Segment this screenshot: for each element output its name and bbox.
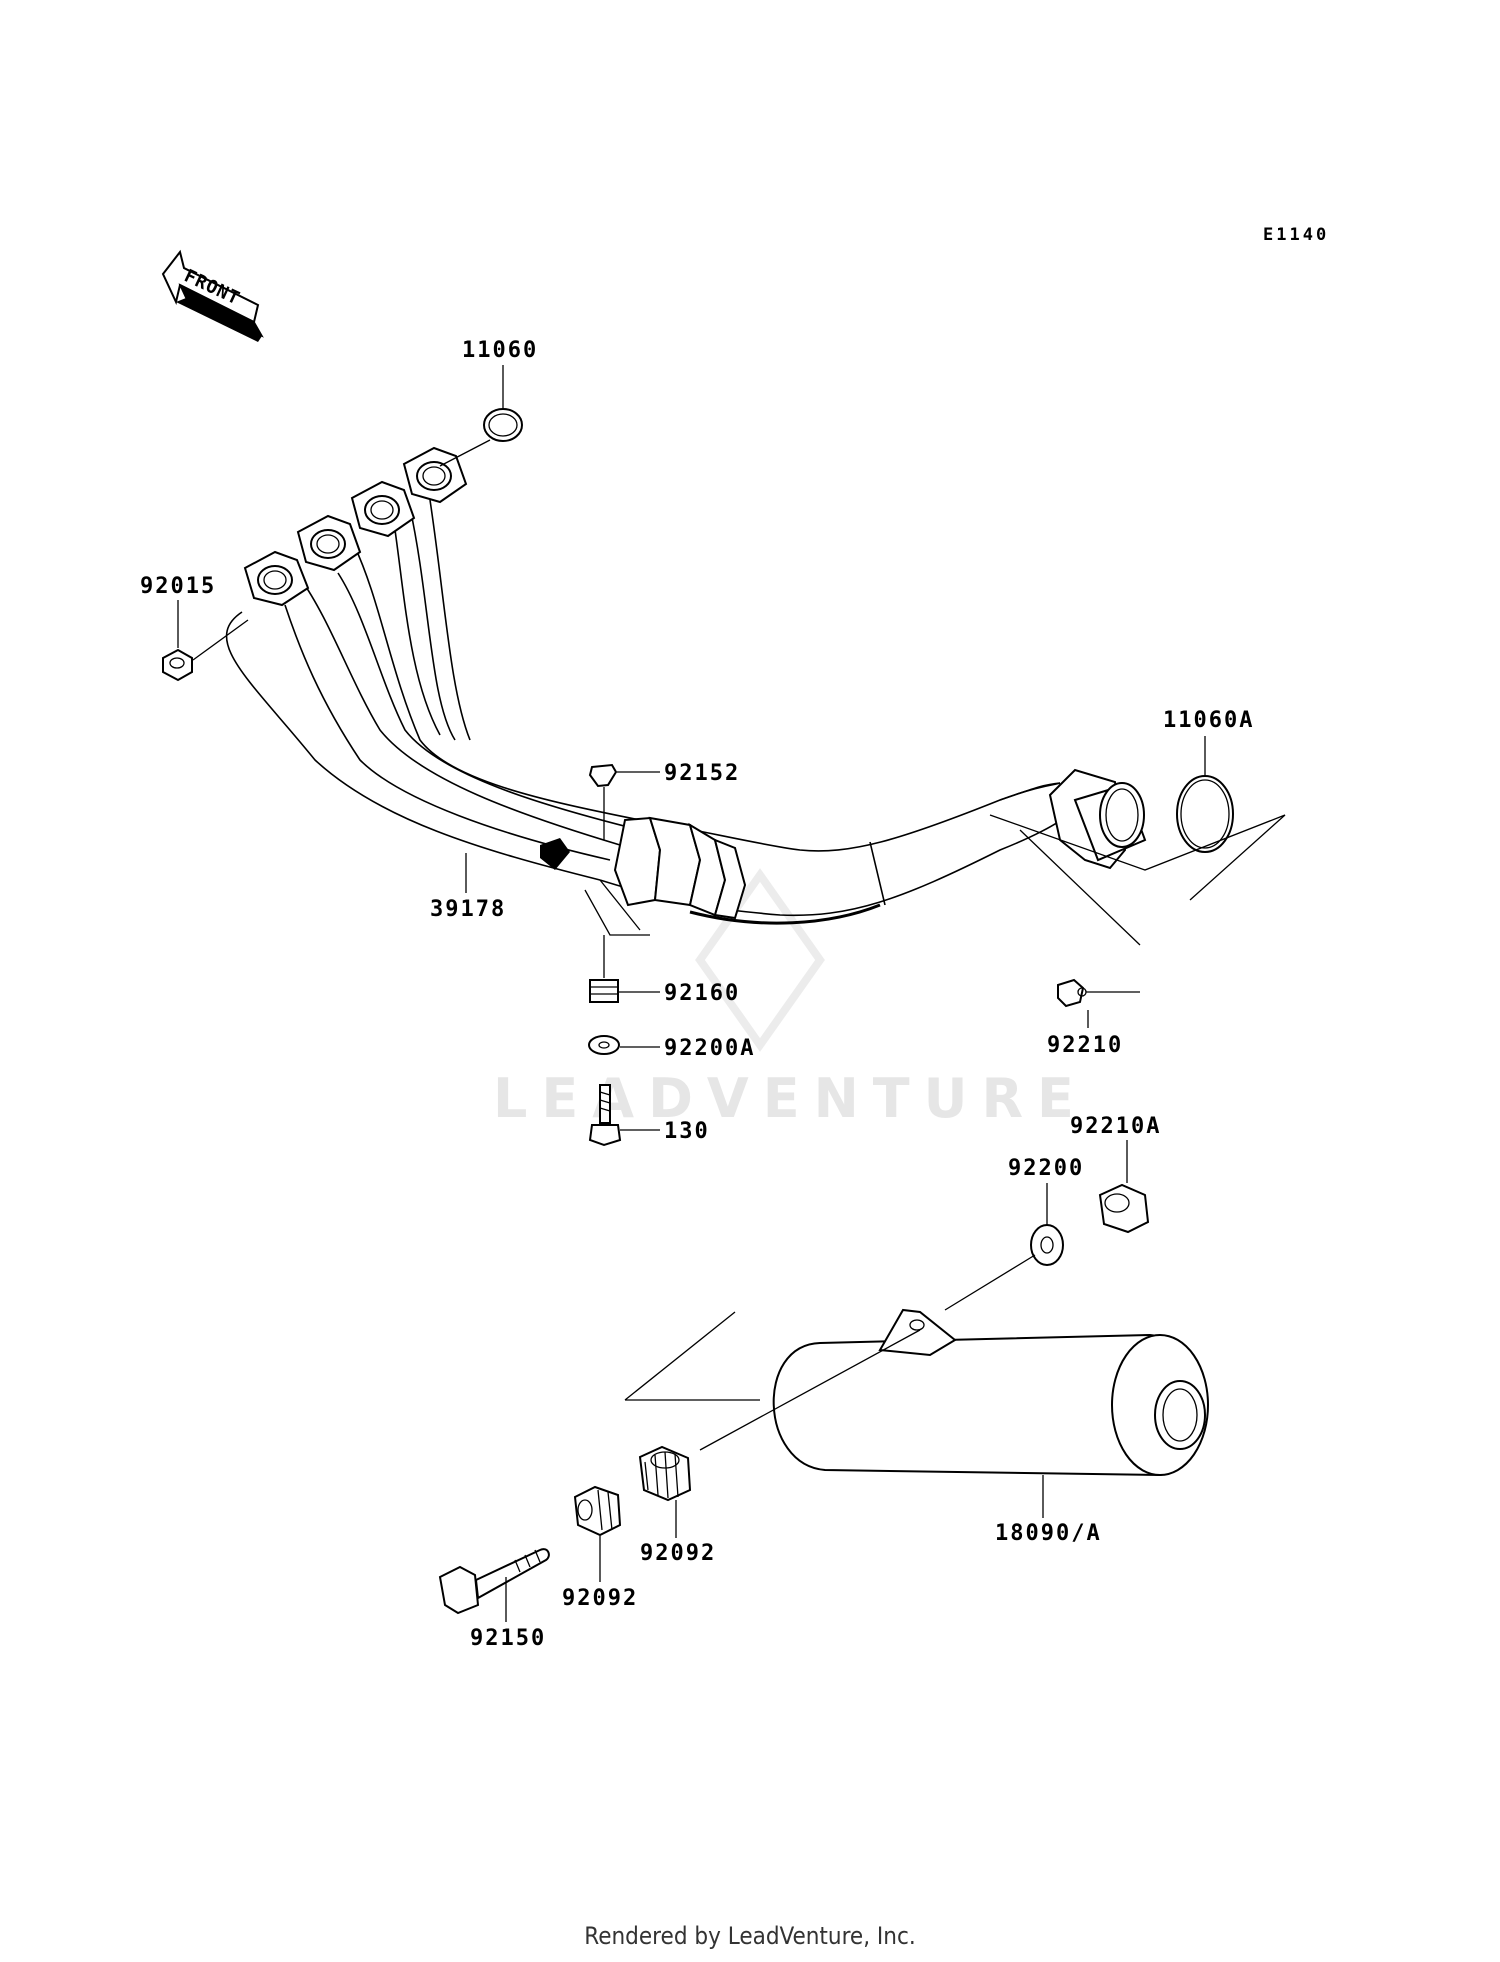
label-92015: 92015 <box>140 574 216 599</box>
exhaust-flange-4 <box>402 446 468 504</box>
gasket-11060 <box>439 365 523 467</box>
label-92210: 92210 <box>1047 1033 1123 1058</box>
label-130: 130 <box>664 1119 710 1144</box>
label-92200: 92200 <box>1008 1156 1084 1181</box>
diagram-code: E1140 <box>1263 225 1329 245</box>
washer-92200A <box>588 1035 660 1055</box>
gasket-11060A <box>989 736 1286 946</box>
label-92152: 92152 <box>664 761 740 786</box>
muffler-18090A <box>624 1308 1209 1518</box>
washer-92200 <box>944 1183 1064 1311</box>
front-arrow-icon: FRONT <box>161 249 264 342</box>
label-92200A: 92200A <box>664 1036 755 1061</box>
exhaust-header-pipe <box>225 446 1147 936</box>
grommet-92092-right <box>638 1445 692 1538</box>
label-92160: 92160 <box>664 981 740 1006</box>
pipe-outlet-flange <box>1048 768 1147 870</box>
pipe-clamp <box>584 816 747 936</box>
footer-credit: Rendered by LeadVenture, Inc. <box>584 1922 916 1950</box>
damper-92160 <box>589 935 660 1003</box>
bolt-130 <box>588 1084 660 1147</box>
label-92150: 92150 <box>470 1626 546 1651</box>
watermark: LEADVENTURE <box>493 868 1088 1130</box>
label-18090A: 18090/A <box>995 1521 1102 1546</box>
collar-92210A <box>1098 1140 1150 1234</box>
label-92092-right: 92092 <box>640 1541 716 1566</box>
exhaust-flange-2 <box>296 514 362 572</box>
watermark-text: LEADVENTURE <box>493 1067 1088 1130</box>
label-11060: 11060 <box>462 338 538 363</box>
nut-92015 <box>162 600 249 682</box>
exhaust-flange-1 <box>243 550 310 607</box>
grommet-92092-left <box>573 1485 622 1582</box>
collar-92152 <box>588 763 660 840</box>
label-39178: 39178 <box>430 897 506 922</box>
collar-92210 <box>1057 978 1140 1028</box>
label-92092-left: 92092 <box>562 1586 638 1611</box>
exhaust-flange-3 <box>350 480 416 538</box>
bolt-92150 <box>438 1548 550 1622</box>
label-92210A: 92210A <box>1070 1114 1161 1139</box>
label-11060A: 11060A <box>1163 708 1254 733</box>
